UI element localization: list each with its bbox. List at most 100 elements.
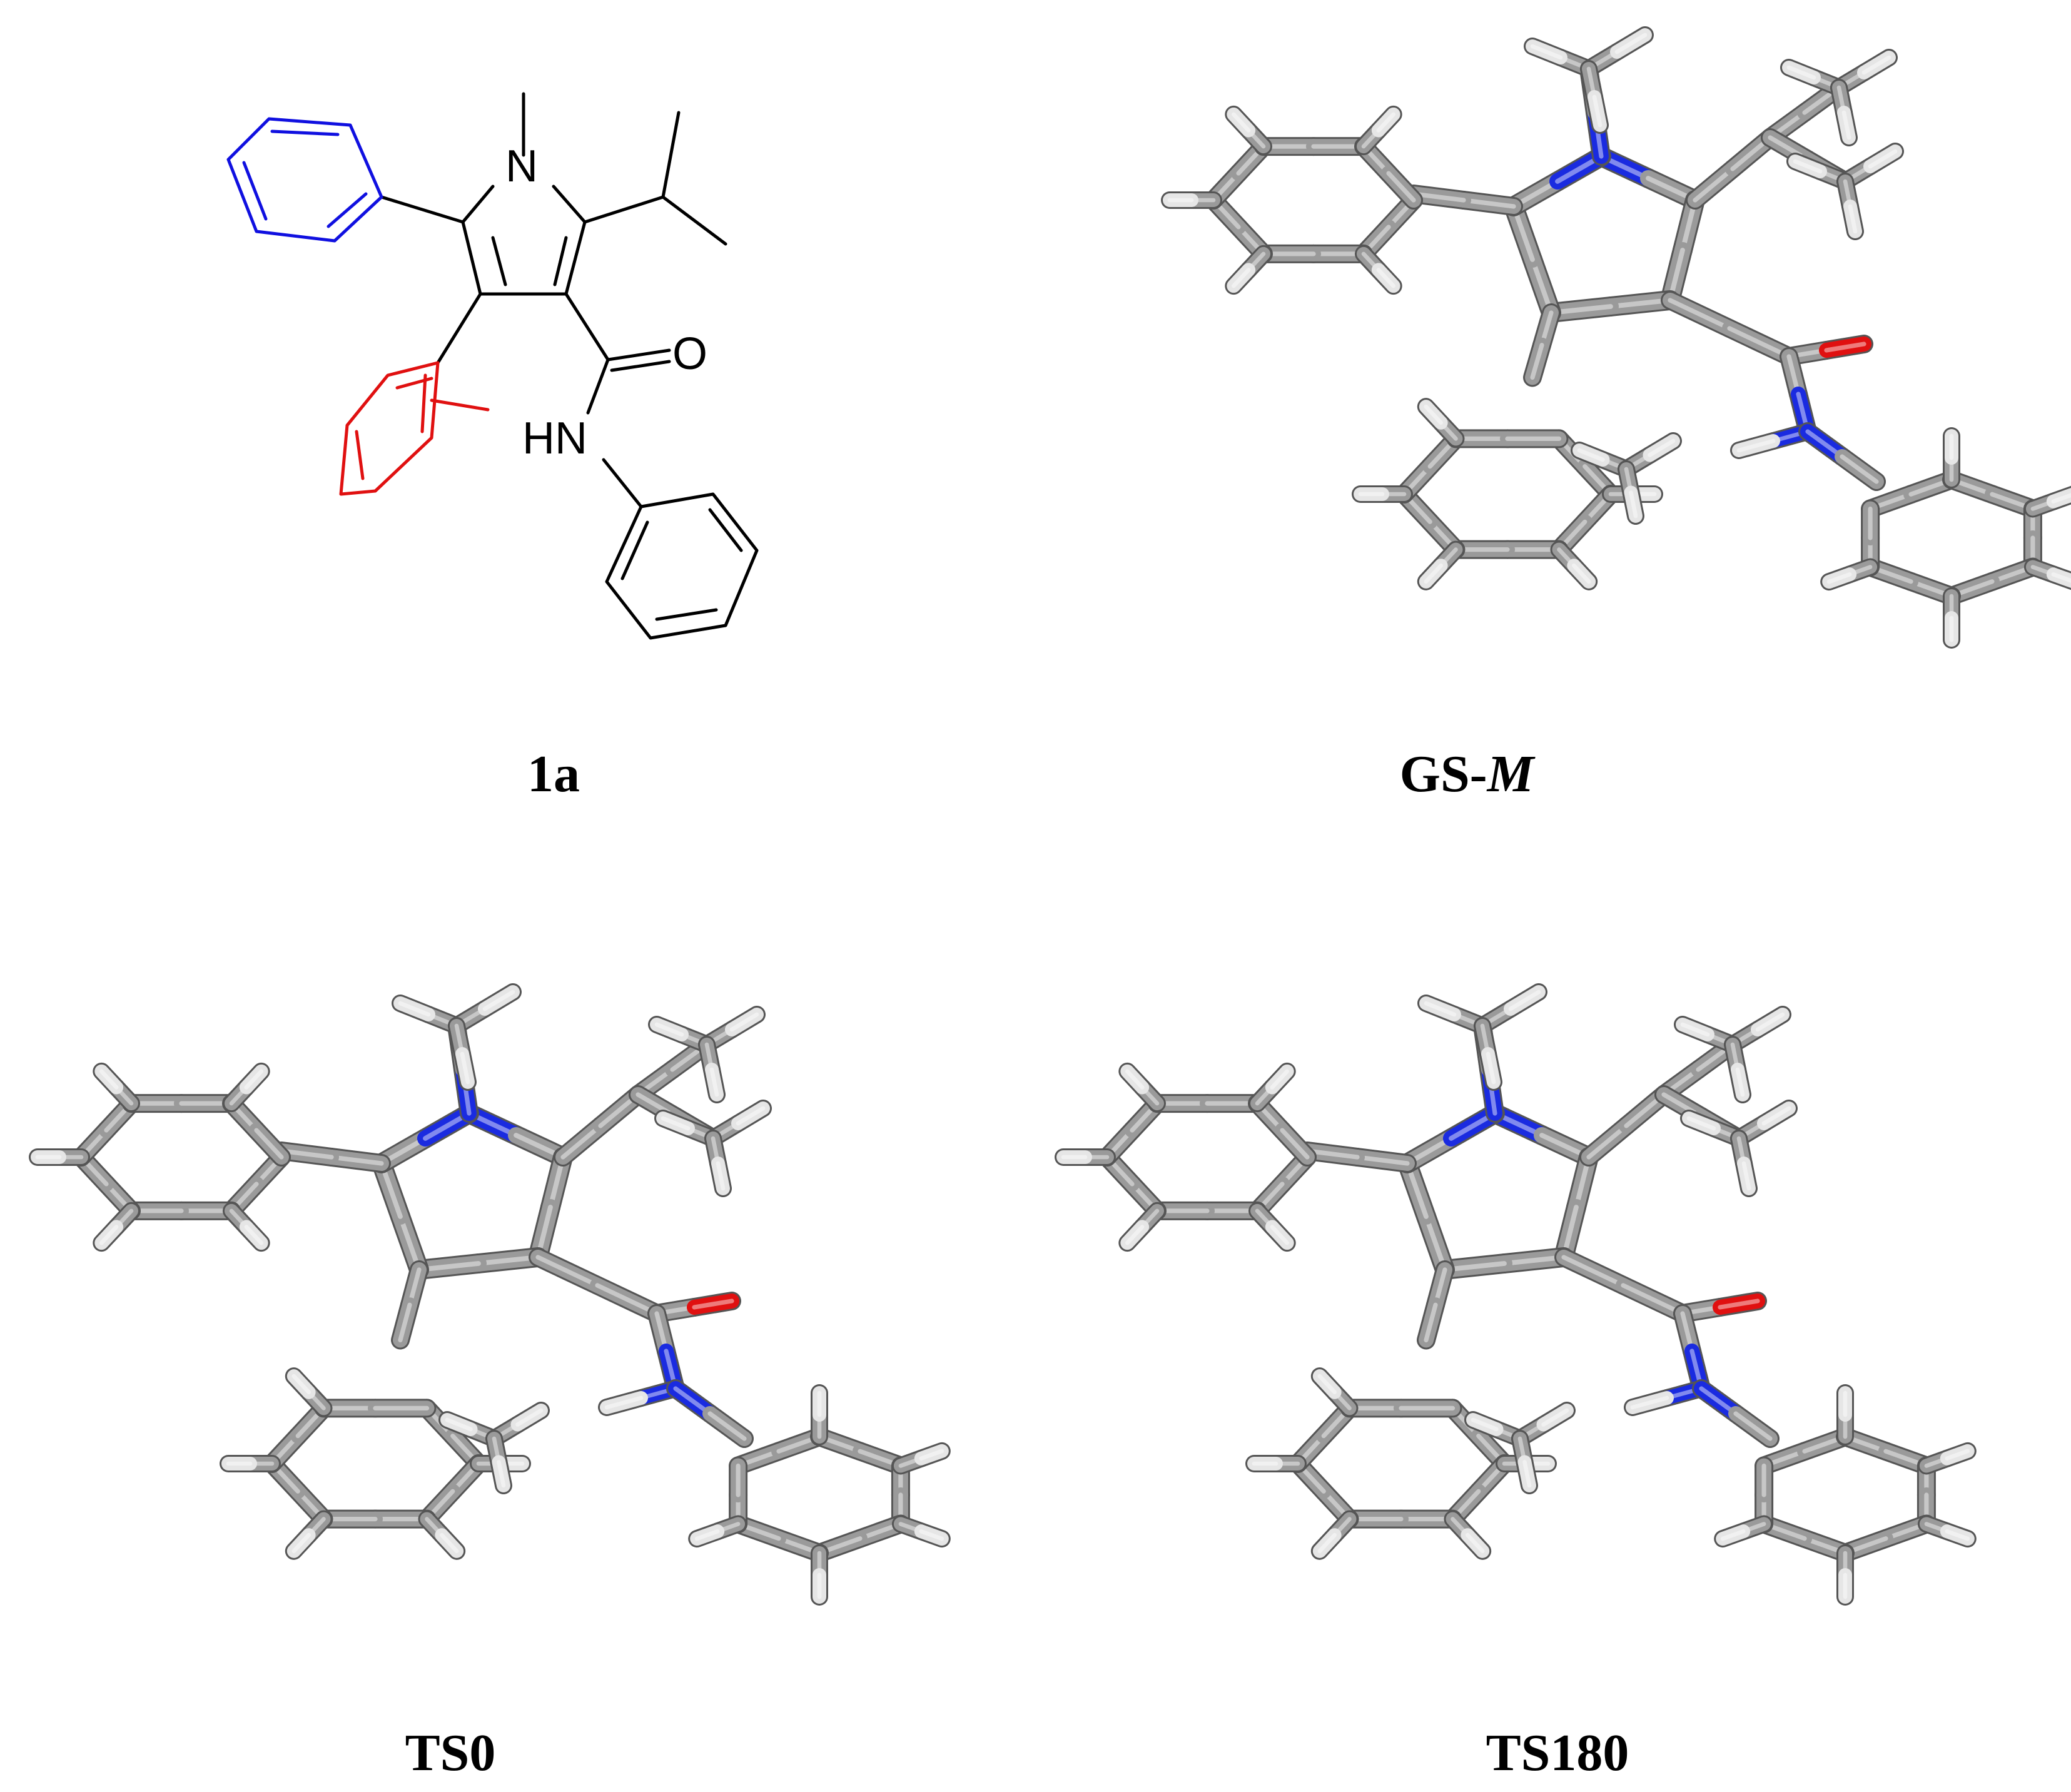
tolyl-bond [391, 1260, 428, 1350]
n-phenyl-bond [810, 1427, 910, 1476]
tolyl-bond [1549, 485, 1620, 559]
pyrrole-bond [528, 1147, 573, 1267]
tolyl-bond [1443, 1454, 1514, 1529]
tolyl-bond [263, 1399, 333, 1473]
tolyl-ch-bond [1417, 540, 1465, 590]
pyrrole-bond [1485, 1103, 1599, 1167]
n-phenyl-ch-bond [1917, 1515, 1977, 1548]
isopropyl-bond [554, 1085, 647, 1167]
pyrrole-bond [409, 1247, 548, 1280]
n-phenyl-bond [1942, 470, 2042, 519]
n-phenyl-bond [1755, 1514, 1855, 1562]
tolyl-bond [1289, 1399, 1359, 1473]
pyrrole-bond [1504, 146, 1611, 216]
phenyl-ch-bond [1355, 245, 1402, 295]
tolyl-bond [263, 1454, 333, 1529]
tolyl-bond [1395, 485, 1466, 559]
tolyl-ch-bond [1550, 540, 1598, 590]
phenyl-ch-bond [223, 1202, 270, 1252]
tolyl-ch-bond [1310, 1367, 1359, 1417]
n-aryl-bond [1692, 1379, 1780, 1448]
phenyl-bond [1098, 1148, 1167, 1220]
phenyl-bond [1248, 1148, 1317, 1220]
n-phenyl-ch-bond [891, 1515, 951, 1548]
n-phenyl-bond [1942, 557, 2042, 605]
phenyl-bond [272, 1142, 391, 1173]
pyrrole-bond [372, 1153, 429, 1280]
phenyl-bond [72, 1148, 141, 1220]
n-methyl-ch-bond [1474, 1017, 1502, 1091]
tolyl-bond [1417, 1260, 1454, 1350]
n-methyl-ch-bond [1417, 995, 1491, 1035]
carbonyl-bond [1780, 335, 1873, 366]
n-aryl-bond [666, 1379, 754, 1448]
n-phenyl-ch-bond [2023, 485, 2071, 518]
isopropyl-methyl-ch-bond [698, 1036, 726, 1103]
pyrrole-bond [1591, 146, 1705, 210]
pyrrole-bond [459, 1103, 573, 1167]
tolyl-ch-bond [1444, 1510, 1492, 1560]
n-phenyl-ring [605, 492, 759, 640]
tolyl-ring-red [339, 361, 490, 496]
tolyl-ch-bond [418, 1510, 466, 1560]
amide-nh-label: HN [522, 413, 587, 463]
pyrrole-bond [1435, 1247, 1574, 1280]
phenyl-bond [1404, 185, 1523, 216]
phenyl-ch-bond [223, 1062, 270, 1113]
tolyl-bond [417, 1454, 488, 1529]
phenyl-bond [1354, 137, 1423, 210]
panel-1a-structure: N O HN [226, 92, 759, 640]
phenyl-bond [1204, 191, 1273, 263]
amide-cn-bond [647, 1304, 685, 1398]
phenyl-bond [1298, 1142, 1417, 1173]
panel-ts0-model [29, 983, 951, 1606]
isopropyl-methyl-ch-bond [1724, 1036, 1751, 1103]
amide-cn-bond [1673, 1304, 1711, 1398]
amide-bond [1554, 1248, 1692, 1323]
n-methyl-ch-bond [448, 983, 522, 1035]
nh-bond [598, 1380, 684, 1416]
phenyl-ch-bond [1355, 105, 1402, 156]
amide-bond [529, 1248, 666, 1323]
carbonyl-bond [1673, 1292, 1767, 1323]
tolyl-bond [1523, 303, 1561, 387]
amide-cn-bond [1780, 347, 1817, 441]
tolyl-methyl-ch-bond [1618, 460, 1644, 525]
n-phenyl-ch-bond [891, 1442, 951, 1475]
tolyl-bond [1395, 429, 1466, 504]
isopropyl-methyl-ch-bond [1680, 1110, 1748, 1147]
isopropyl-methyl-ch-bond [1830, 79, 1858, 146]
phenyl-bond [1248, 1094, 1317, 1167]
isopropyl-bond [629, 1035, 716, 1104]
caption-ts180: TS180 [1486, 1724, 1629, 1782]
pyrrole-bond [1397, 1153, 1455, 1280]
phenyl-ch-bond [1118, 1062, 1166, 1113]
phenyl-bond [1098, 1094, 1167, 1167]
phenyl-bond [222, 1094, 291, 1167]
pyrrole-bond [1660, 190, 1705, 310]
n-phenyl-bond [1836, 1427, 1936, 1476]
n-methyl-ch-bond [448, 1017, 477, 1091]
tolyl-ch-bond [1417, 398, 1465, 448]
phenyl-ch-bond [1248, 1202, 1296, 1252]
n-aryl-bond [1798, 422, 1886, 491]
caption-1a: 1a [527, 745, 580, 803]
tolyl-methyl-ch-bond [485, 1430, 512, 1494]
caption-ts0: TS0 [405, 1724, 496, 1782]
isopropyl-bond [1579, 1085, 1673, 1167]
pyrrole-bond [1554, 1147, 1599, 1267]
ring-n-label: N [505, 141, 538, 191]
pyrrole-bond [1504, 196, 1561, 323]
tolyl-ch-bond [1310, 1510, 1359, 1560]
phenyl-ch-bond [1225, 245, 1272, 295]
n-phenyl-ch-bond [1714, 1515, 1773, 1548]
isopropyl-bond [1761, 78, 1848, 147]
phenyl-bond [72, 1094, 141, 1167]
panel-gs-m-model [1161, 26, 2071, 649]
pyrrole-bond [1541, 290, 1680, 323]
isopropyl-bond [1686, 128, 1780, 210]
n-methyl-ch-bond [1580, 60, 1609, 134]
tolyl-ch-bond [285, 1367, 333, 1417]
isopropyl-bond [1654, 1035, 1742, 1104]
